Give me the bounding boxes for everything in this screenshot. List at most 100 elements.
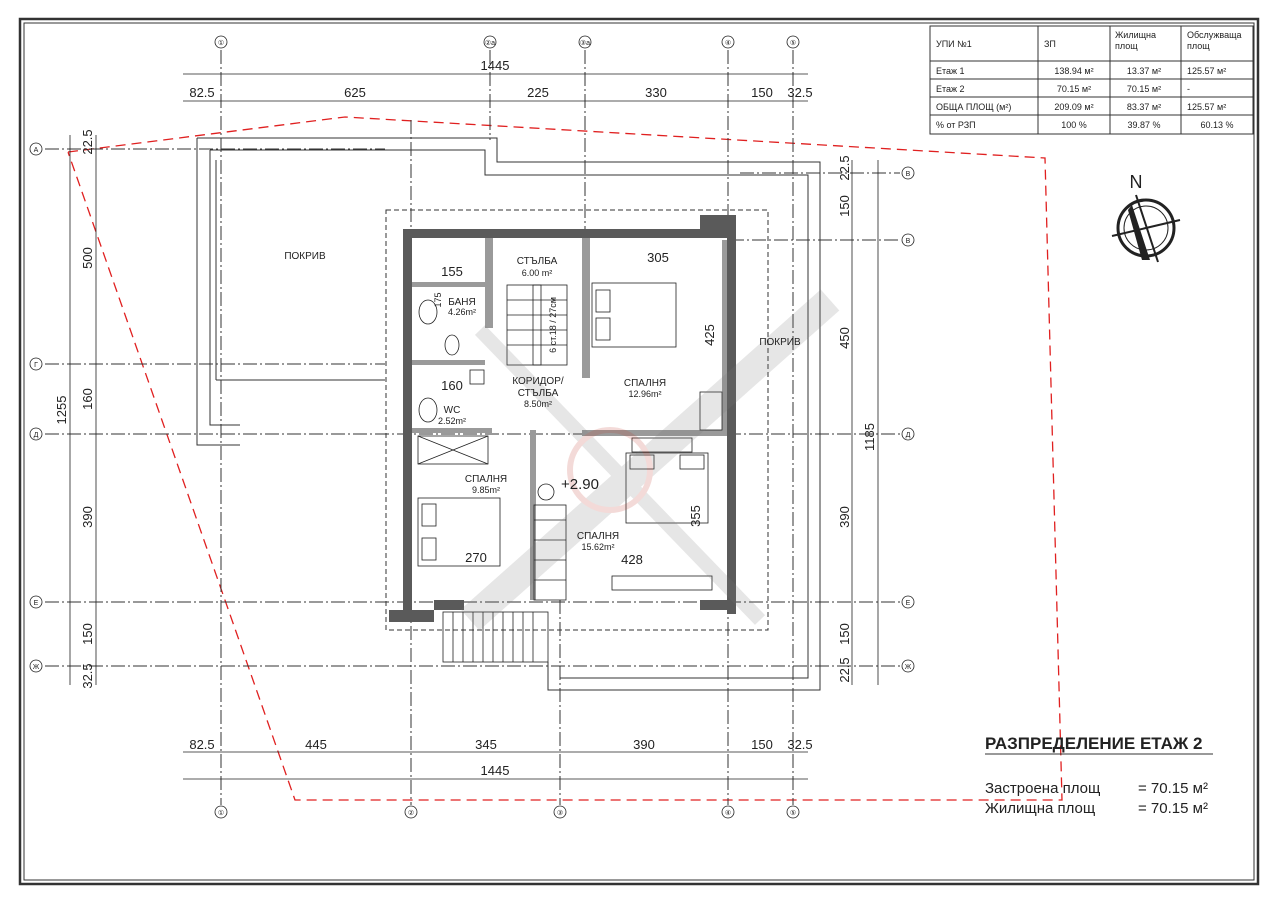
room-bedroom-3-area: 15.62m² xyxy=(581,542,614,552)
stair-steps: 6 ст.18 / 27см xyxy=(548,297,558,353)
inner-dim: 175 xyxy=(433,292,443,307)
dim-total-left: 1255 xyxy=(54,396,69,425)
dim-seg: 345 xyxy=(475,737,497,752)
axis-bubbles-top: ① ②а ③а ④ ⑤ xyxy=(214,35,800,49)
axis-label: Д xyxy=(906,432,911,439)
furniture xyxy=(417,282,723,591)
stair-lines xyxy=(442,284,568,663)
dim-seg: 625 xyxy=(344,85,366,100)
table-cell: % от РЗП xyxy=(936,120,976,130)
axis-label: ② xyxy=(408,809,414,817)
inner-dim: 155 xyxy=(441,264,463,279)
dim-seg: 390 xyxy=(80,506,95,528)
table-cell: 83.37 м² xyxy=(1127,102,1161,112)
room-bath-area: 4.26m² xyxy=(448,307,476,317)
inner-dim: 305 xyxy=(647,250,669,265)
room-wc-area: 2.52m² xyxy=(438,416,466,426)
plot-boundary xyxy=(67,116,1063,801)
table-cell: 125.57 м² xyxy=(1187,102,1226,112)
dimensions-right: 22.5 150 450 390 150 22.5 1185 xyxy=(837,155,879,685)
axis-label: Ж xyxy=(33,664,40,671)
table-cell: 13.37 м² xyxy=(1127,66,1161,76)
room-bedroom-2-area: 9.85m² xyxy=(472,485,500,495)
axis-bubbles-bottom: ① ② ③ ④ ⑤ xyxy=(214,805,800,819)
table-cell: 209.09 м² xyxy=(1054,102,1093,112)
room-bedroom-1-area: 12.96m² xyxy=(628,389,661,399)
axis-bubbles-left: A Г Д Е Ж xyxy=(29,142,43,673)
walls xyxy=(389,215,736,622)
table-cell: 70.15 м² xyxy=(1057,84,1091,94)
room-bedroom-3: СПАЛНЯ xyxy=(577,531,619,542)
dim-seg: 32.5 xyxy=(80,663,95,688)
dim-seg: 330 xyxy=(645,85,667,100)
table-cell: ОБЩА ПЛОЩ (м²) xyxy=(936,102,1011,112)
dim-seg: 82.5 xyxy=(189,737,214,752)
axis-bubbles-right: B B Д Е Ж xyxy=(901,166,915,673)
sheet-frame-outer xyxy=(18,17,1260,886)
sheet-title: РАЗПРЕДЕЛЕНИЕ ЕТАЖ 2 xyxy=(985,734,1202,753)
dimensions-top: 1445 82.5 625 225 330 150 32.5 xyxy=(183,58,813,102)
inner-dim: 425 xyxy=(702,324,717,346)
dim-seg: 150 xyxy=(837,195,852,217)
dim-seg: 150 xyxy=(80,623,95,645)
axis-label: B xyxy=(906,238,911,245)
axis-label: ④ xyxy=(725,39,731,47)
dim-seg: 150 xyxy=(837,623,852,645)
roof-outlines xyxy=(196,137,821,691)
axis-label: Г xyxy=(34,362,38,369)
room-bath: БАНЯ xyxy=(448,297,475,308)
title-block: РАЗПРЕДЕЛЕНИЕ ЕТАЖ 2 Застроена площ = 70… xyxy=(985,734,1213,817)
dim-seg: 32.5 xyxy=(787,85,812,100)
room-bedroom-2: СПАЛНЯ xyxy=(465,474,507,485)
room-labels: ПОКРИВ ПОКРИВ СТЪЛБА 6.00 m² БАНЯ 4.26m²… xyxy=(284,251,801,552)
axis-label: A xyxy=(34,147,39,154)
table-cell: 70.15 м² xyxy=(1127,84,1161,94)
table-cell: - xyxy=(1187,84,1190,94)
table-header-cell: УПИ №1 xyxy=(936,39,972,49)
inner-dims: 155 305 425 270 428 355 175 160 xyxy=(433,250,717,567)
inner-dim: 270 xyxy=(465,550,487,565)
room-roof-left: ПОКРИВ xyxy=(284,251,326,262)
summary-value-living: = 70.15 м² xyxy=(1138,800,1208,817)
dimensions-bottom: 82.5 445 345 390 150 32.5 1445 xyxy=(183,737,813,780)
axis-label: Е xyxy=(34,600,39,607)
dim-total-right: 1185 xyxy=(862,423,877,451)
table-cell: 100 % xyxy=(1061,120,1087,130)
room-corridor: КОРИДОР/ xyxy=(512,376,564,387)
dim-seg: 390 xyxy=(837,506,852,528)
room-stairs: СТЪЛБА xyxy=(517,256,558,267)
table-header-cell: ЗП xyxy=(1044,39,1056,49)
dim-seg: 500 xyxy=(80,247,95,269)
room-corridor-area: 8.50m² xyxy=(524,399,552,409)
summary-value-built: = 70.15 м² xyxy=(1138,780,1208,797)
grid-lines-horizontal xyxy=(45,148,900,667)
summary-label-living: Жилищна площ xyxy=(985,800,1095,817)
room-roof-right: ПОКРИВ xyxy=(759,337,801,348)
table-cell: 39.87 % xyxy=(1127,120,1160,130)
dim-seg: 150 xyxy=(751,85,773,100)
dim-seg: 22.5 xyxy=(837,657,852,682)
axis-label: ②а xyxy=(485,39,495,47)
inner-dim: 428 xyxy=(621,552,643,567)
table-cell: Етаж 1 xyxy=(936,66,965,76)
dim-seg: 22.5 xyxy=(80,129,95,154)
north-arrow: N xyxy=(1111,172,1181,263)
axis-label: ⑤ xyxy=(790,809,796,817)
dimensions-left: 1255 22.5 500 160 390 150 32.5 xyxy=(54,129,97,689)
dim-seg: 150 xyxy=(751,737,773,752)
table-cell: 125.57 м² xyxy=(1187,66,1226,76)
dim-seg: 160 xyxy=(80,388,95,410)
table-cell: Етаж 2 xyxy=(936,84,965,94)
north-label: N xyxy=(1130,172,1143,192)
axis-label: Ж xyxy=(905,664,912,671)
table-cell: 60.13 % xyxy=(1200,120,1233,130)
axis-label: ⑤ xyxy=(790,39,796,47)
dim-total-top: 1445 xyxy=(481,58,510,73)
dim-total-bottom: 1445 xyxy=(481,763,510,778)
room-stairs-area: 6.00 m² xyxy=(522,268,553,278)
dim-seg: 390 xyxy=(633,737,655,752)
